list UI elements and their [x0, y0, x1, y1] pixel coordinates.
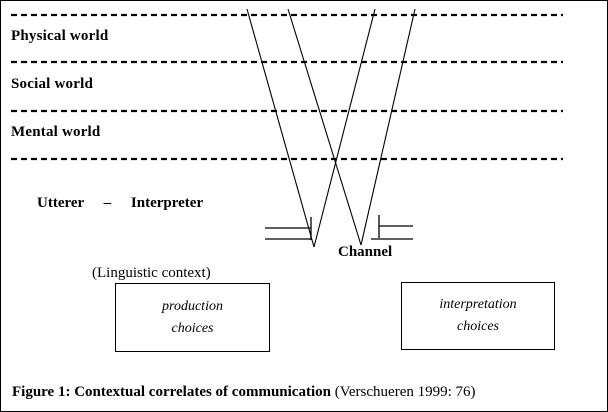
interpretation-choices-line1: interpretation	[439, 297, 517, 312]
linguistic-context-label: (Linguistic context)	[92, 265, 211, 281]
participants-separator: –	[103, 195, 112, 211]
production-choices-line2: choices	[171, 320, 214, 336]
cone-line-inner-right	[313, 8, 376, 248]
production-choices-line1: production	[162, 298, 223, 314]
channel-label: Channel	[338, 244, 393, 260]
world-label-physical: Physical world	[11, 28, 109, 44]
figure-caption-title: Figure 1: Contextual correlates of commu…	[12, 384, 331, 400]
production-choices-box: production choices	[115, 283, 270, 352]
figure-caption-source: (Verschueren 1999: 76)	[334, 384, 476, 400]
interpretation-choices-line2: choices	[457, 319, 499, 334]
interpretation-choices-box: interpretation choices	[401, 282, 555, 350]
participants-row: Utterer – Interpreter	[37, 195, 203, 212]
interpreter-label: Interpreter	[130, 195, 204, 211]
figure-caption: Figure 1: Contextual correlates of commu…	[12, 384, 476, 401]
cone-line-outer-right	[360, 8, 416, 246]
cone-line-outer-left	[246, 8, 315, 248]
utterer-label: Utterer	[37, 195, 84, 211]
cone-line-inner-left	[287, 8, 362, 246]
world-label-mental: Mental world	[11, 124, 101, 140]
world-label-social: Social world	[11, 76, 93, 92]
